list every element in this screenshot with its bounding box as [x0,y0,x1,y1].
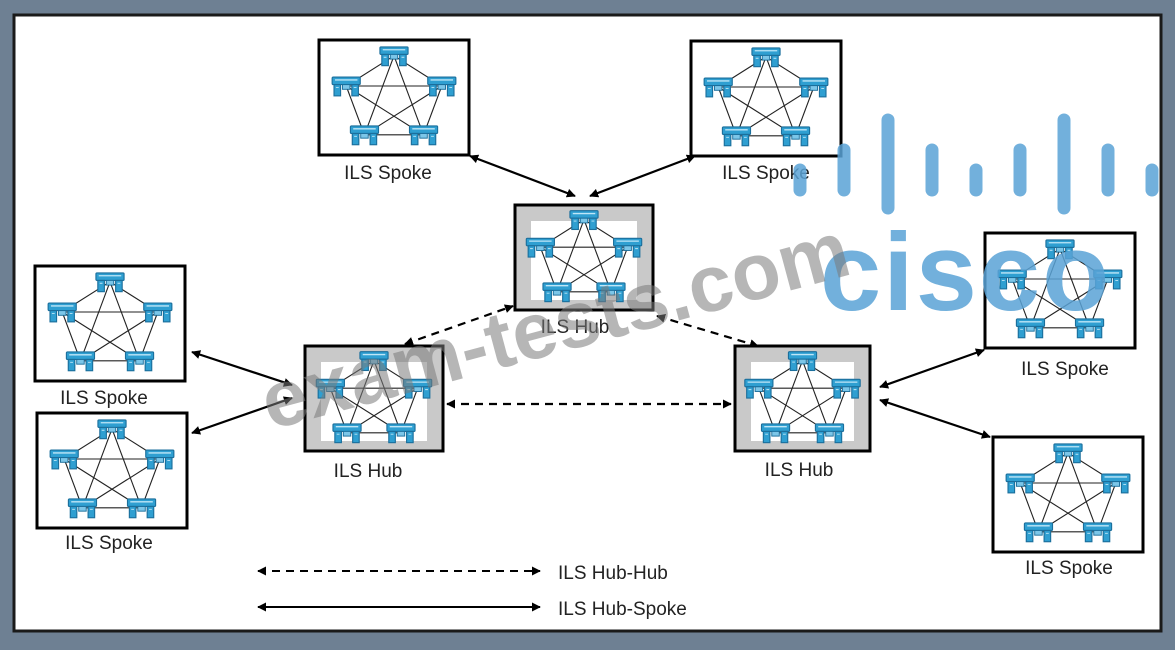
mesh-link [801,360,830,433]
cisco-logo-text: cisco [820,211,1111,334]
cisco-bars-icon [793,113,1159,215]
node-hub-center: ILS Hub [513,203,655,338]
mesh-link [765,56,797,137]
link-hub-spoke-hub-center-to-spoke-top-right [589,154,696,198]
link-hub-spoke-hub-right-to-spoke-right-1 [879,348,985,389]
mesh-link [583,219,612,292]
node-label: ILS Hub [541,317,610,338]
node-spoke-top-right: ILS Spoke [689,39,843,184]
node-label: ILS Hub [765,460,834,481]
node-spoke-left-2: ILS Spoke [35,411,189,554]
node-label: ILS Hub [334,461,403,482]
mesh-link [556,219,585,292]
mesh-link [79,281,111,362]
node-spoke-right-2: ILS Spoke [991,435,1145,579]
link-hub-hub-hub-center-to-hub-right [656,313,759,349]
node-label: ILS Spoke [344,163,432,184]
link-hub-hub-hub-left-to-hub-center [404,304,514,346]
mesh-link [109,281,141,362]
diagram-panel [12,13,1163,633]
mesh-link [775,360,804,433]
legend: ILS Hub-Hub ILS Hub-Spoke [257,563,687,620]
node-label: ILS Spoke [1021,359,1109,380]
node-spoke-left-1: ILS Spoke [33,264,187,409]
mesh-link [735,56,767,137]
mesh-link [373,360,402,433]
link-hub-spoke-hub-left-to-spoke-left-2 [191,396,293,435]
mesh-link [1037,452,1069,533]
link-hub-spoke-hub-left-to-spoke-left-1 [191,350,293,387]
mesh-link [1067,452,1099,533]
node-label: ILS Spoke [722,163,810,184]
mesh-link [363,55,395,136]
mesh-link [1029,248,1061,329]
node-hub-right: ILS Hub [733,344,872,481]
node-hub-left: ILS Hub [303,344,445,482]
mesh-link [111,428,143,509]
node-label: ILS Spoke [1025,558,1113,579]
legend-hub-hub-label: ILS Hub-Hub [558,563,668,584]
mesh-link [81,428,113,509]
cisco-logo: cisco [793,113,1159,334]
links-layer [191,154,991,439]
link-hub-spoke-hub-right-to-spoke-right-2 [879,398,991,439]
node-spoke-top-left: ILS Spoke [317,38,471,184]
node-label: ILS Spoke [65,533,153,554]
mesh-link [1059,248,1091,329]
mesh-link [346,360,375,433]
node-spoke-right-1: ILS Spoke [983,231,1137,380]
mesh-link [393,55,425,136]
link-hub-spoke-hub-center-to-spoke-top-left [469,154,576,198]
legend-hub-spoke-label: ILS Hub-Spoke [558,599,687,620]
node-label: ILS Spoke [60,388,148,409]
